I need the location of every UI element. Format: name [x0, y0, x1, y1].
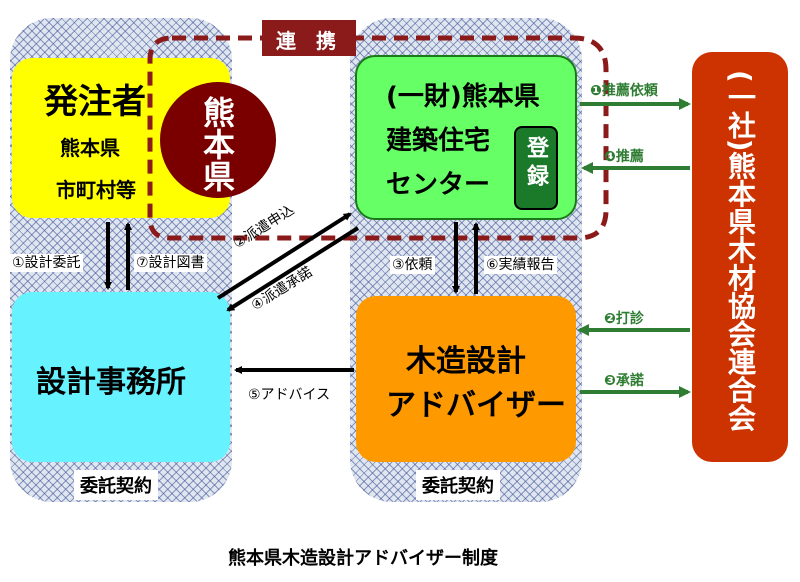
step-g3-label: ❸承諾: [604, 373, 644, 389]
center-line1: (一財)熊本県: [386, 82, 540, 112]
step6-label: ⑥実績報告: [484, 256, 557, 274]
client-line2: 市町村等: [56, 178, 136, 202]
contract-label-left: 委託契約: [74, 470, 158, 500]
figure-caption: 熊本県木造設計アドバイザー制度: [228, 548, 498, 569]
prefecture-label: 熊本県: [198, 96, 236, 192]
cooperation-badge: [262, 20, 356, 56]
step1-label: ①設計委託: [10, 254, 83, 272]
advisor-box: [356, 296, 576, 462]
association-label: (一社)熊本県木材協会連合会: [724, 70, 757, 432]
step3-label: ③依頼: [390, 256, 435, 274]
design-office-label: 設計事務所: [36, 365, 186, 400]
arrow-dispatch-approval: [226, 226, 360, 312]
association-box: [692, 52, 788, 462]
step-g4-label: ❹推薦: [604, 149, 644, 165]
advisor-line2: アドバイザー: [386, 388, 566, 423]
design-office-box: [12, 292, 230, 462]
center-line3: センター: [386, 170, 491, 200]
advisor-line1: 木造設計: [406, 344, 526, 379]
contract-label-right: 委託契約: [416, 470, 500, 500]
center-line2: 建築住宅: [386, 126, 491, 156]
client-title: 発注者: [44, 82, 146, 122]
prefecture-circle: [160, 82, 276, 198]
step5-label: ⑤アドバイス: [246, 386, 333, 404]
step-g2-label: ❷打診: [604, 311, 644, 327]
register-label: 登録: [523, 136, 548, 192]
client-line1: 熊本県: [60, 136, 120, 160]
cooperation-label: 連 携: [276, 29, 336, 53]
cooperation-outline: [147, 35, 609, 241]
register-badge: [514, 126, 558, 210]
arrow-dispatch-request: [216, 212, 352, 300]
step-g1-label: ❶推薦依頼: [590, 83, 658, 99]
step7-label: ⑦設計図書: [134, 254, 207, 272]
